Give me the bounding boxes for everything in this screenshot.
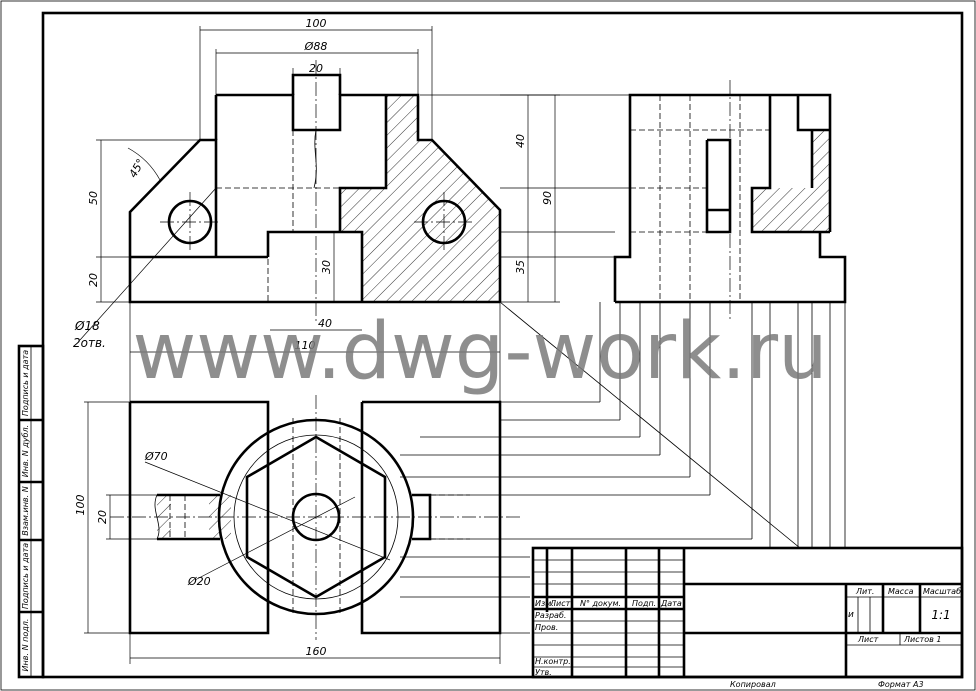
- dim-100-top: 100: [306, 17, 327, 30]
- side-stamp-cell-1: Подпись и дата: [21, 350, 30, 416]
- dim-160: 160: [306, 645, 327, 658]
- tb-scale-value: 1:1: [931, 608, 950, 622]
- side-section-hatch: [752, 130, 830, 232]
- dim-40-mid: 40: [318, 317, 332, 330]
- dim-50: 50: [87, 191, 100, 205]
- watermark-text: www.dwg-work.ru: [132, 307, 827, 397]
- side-stamp-cell-2: Инв. N дубл.: [21, 425, 30, 477]
- dim-30: 30: [320, 260, 333, 274]
- dim-70: Ø70: [144, 450, 168, 463]
- side-stamp-cell-4: Подпись и дата: [21, 543, 30, 609]
- dimension-lines: [79, 26, 560, 664]
- tb-format: Формат А3: [878, 680, 924, 689]
- tb-row-prov: Пров.: [535, 623, 558, 632]
- projection-lines: [400, 94, 846, 634]
- tb-col-izm: Изм.: [535, 599, 554, 608]
- side-stamp-cell-3: Взам.инв. N: [21, 486, 30, 535]
- dim-20-hole: Ø20: [187, 575, 211, 588]
- dim-88: Ø88: [304, 40, 328, 53]
- side-view: [613, 80, 847, 320]
- side-stamp-cell-5: Инв. N подл.: [21, 619, 30, 672]
- front-view: [128, 60, 502, 322]
- tb-row-razrab: Разраб.: [535, 611, 566, 620]
- dim-20-top: 20: [309, 62, 323, 75]
- dim-90: 90: [541, 191, 554, 205]
- tb-lit: Лит.: [855, 587, 874, 596]
- dim-holes: 2отв.: [73, 336, 106, 350]
- dimension-texts: 100 Ø88 20 45° 50 20 30 40 90 35 Ø18 2от…: [73, 17, 554, 658]
- dim-40-right: 40: [514, 134, 527, 148]
- dim-100-left: 100: [74, 495, 87, 516]
- dim-35: 35: [514, 260, 527, 274]
- tb-sheets: Листов 1: [903, 635, 942, 644]
- title-block: Изм. Лист N° докум. Подп. Дата Разраб. П…: [531, 546, 964, 689]
- tb-row-nkontr: Н.контр.: [535, 657, 571, 666]
- side-stamp: Подпись и дата Инв. N дубл. Взам.инв. N …: [17, 344, 45, 679]
- front-section-hatch: [340, 95, 500, 302]
- dim-20-left: 20: [87, 273, 100, 287]
- tb-lit-value: и: [848, 610, 854, 620]
- tb-mass: Масса: [888, 587, 914, 596]
- tb-col-doc: N° докум.: [580, 599, 621, 608]
- tb-sheet: Лист: [857, 635, 879, 644]
- tb-copied: Копировал: [730, 680, 776, 689]
- tb-col-sign: Подп.: [632, 599, 656, 608]
- dim-18: Ø18: [74, 319, 100, 333]
- dim-110: 110: [295, 339, 316, 352]
- tb-row-utv: Утв.: [535, 668, 552, 677]
- tb-scale-label: Масштаб: [923, 587, 961, 596]
- tb-col-list: Лист: [549, 599, 571, 608]
- dim-20-plan: 20: [96, 510, 109, 524]
- tb-col-date: Дата: [660, 599, 682, 608]
